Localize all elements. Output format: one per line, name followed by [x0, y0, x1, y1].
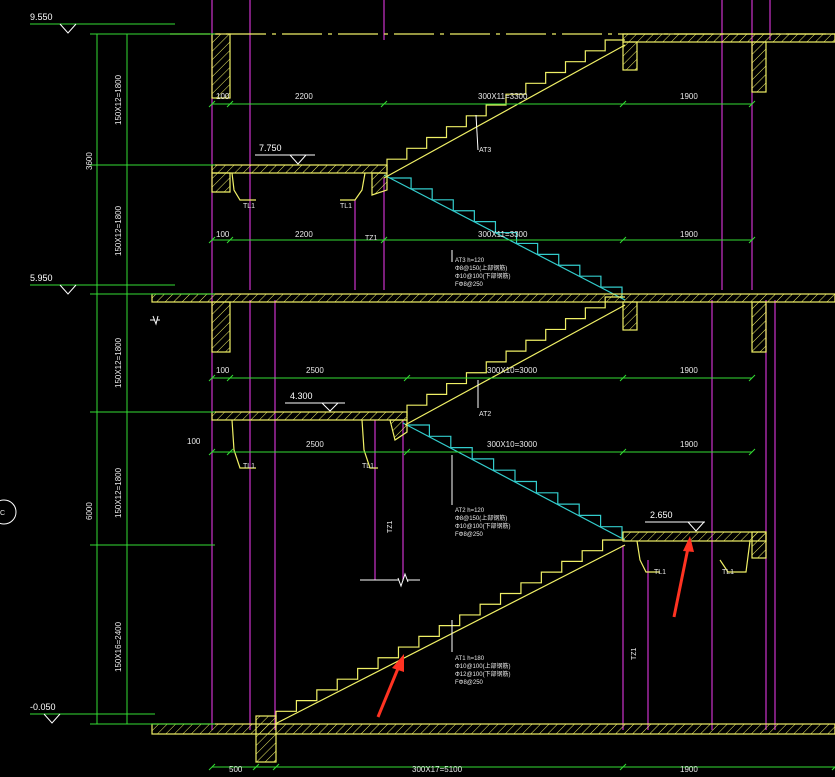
vdim-5: 150X16=2400: [114, 621, 123, 672]
label-tz1-a: TZ1: [365, 235, 378, 242]
dim-tick: [226, 374, 234, 382]
dim-tick: [208, 236, 216, 244]
dim-tick: [380, 236, 388, 244]
vdim-4: 150X12=1800: [114, 467, 123, 518]
hdim-r1-stair: 300X11=3300: [478, 92, 528, 101]
hdim-r1-mid: 2200: [295, 92, 313, 101]
hdim-r4-right: 1900: [680, 440, 698, 449]
hdim-r3-right: 1900: [680, 366, 698, 375]
hdim-r4-left: 100: [187, 437, 201, 446]
dim-tick: [226, 100, 234, 108]
label-tz1-b: TZ1: [387, 520, 394, 533]
elev-7750: 7.750: [259, 143, 282, 153]
hdim-r1-left: 100: [216, 92, 230, 101]
dim-tick: [748, 236, 756, 244]
label-tl1-f: TL1: [722, 569, 734, 576]
hdim-r3-left: 100: [216, 366, 230, 375]
section-mark: [0, 499, 17, 525]
hdim-bottom-stair: 300X17=5100: [412, 765, 463, 774]
note-at1-2: Φ12@100(下部钢筋): [455, 670, 511, 678]
elev-2650: 2.650: [650, 510, 673, 520]
note-at2-0: AT2 h=120: [455, 508, 485, 514]
dim-tick: [403, 374, 411, 382]
dim-tick: [619, 236, 627, 244]
label-tl1-b: TL1: [340, 203, 352, 210]
note-at3-0: AT3 h=120: [455, 258, 485, 264]
dim-tick: [619, 374, 627, 382]
label-at3: AT3: [479, 147, 491, 154]
note-at2-3: FΦ8@250: [455, 532, 484, 538]
dim-tick: [208, 448, 216, 456]
note-at3-1: Φ8@150(上部钢筋): [455, 264, 507, 272]
elev-ground: -0.050: [30, 702, 56, 712]
dim-tick: [208, 100, 216, 108]
hdim-r4-stair: 300X10=3000: [487, 440, 538, 449]
vdim-1: 150X12=1800: [114, 74, 123, 125]
label-tz1-c: TZ1: [631, 647, 638, 660]
hdim-r2-left: 100: [216, 230, 230, 239]
label-tl1-c: TL1: [243, 463, 255, 470]
note-at3-2: Φ10@100(下部钢筋): [455, 272, 511, 280]
note-at2-2: Φ10@100(下部钢筋): [455, 522, 511, 530]
dim-tick: [748, 374, 756, 382]
note-at1-1: Φ10@100(上部钢筋): [455, 662, 511, 670]
elev-4300: 4.300: [290, 391, 313, 401]
note-at2-1: Φ8@150(上部钢筋): [455, 514, 507, 522]
hdim-r4-mid: 2500: [306, 440, 324, 449]
dim-tick: [403, 448, 411, 456]
dim-tick: [226, 236, 234, 244]
slabs: [151, 33, 835, 763]
member-labels: AT3 AT2 TL1 TL1 TL1 TL1 TL1 TL1 TZ1 TZ1 …: [0, 147, 734, 660]
dim-tick: [748, 100, 756, 108]
rebar-lines: [383, 174, 626, 541]
elevation-markers: [43, 23, 705, 724]
elevation-labels: 9.550 5.950 -0.050 7.750 4.300 2.650: [30, 12, 673, 712]
note-at3-3: FΦ8@250: [455, 282, 484, 288]
hdim-r2-mid: 2200: [295, 230, 313, 239]
vertical-dimension-labels: 150X12=1800 150X12=1800 150X12=1800 150X…: [85, 74, 123, 672]
rebar-notes: AT3 h=120 Φ8@150(上部钢筋) Φ10@100(下部钢筋) FΦ8…: [455, 258, 511, 686]
dim-tick: [831, 766, 835, 771]
note-at1-0: AT1 h=180: [455, 656, 485, 662]
vdim-total-upper: 3600: [85, 152, 94, 170]
dim-tick: [208, 374, 216, 382]
column-lines: [211, 0, 776, 730]
hdim-bottom-right: 1900: [680, 765, 698, 774]
label-tl1-d: TL1: [362, 463, 374, 470]
vdim-2: 150X12=1800: [114, 205, 123, 256]
dim-tick: [252, 763, 260, 771]
label-tl1-a: TL1: [243, 203, 255, 210]
horizontal-dimension-labels: 100 2200 300X11=3300 1900 100 2200 300X1…: [187, 92, 698, 774]
label-tl1-e: TL1: [654, 569, 666, 576]
note-at1-3: FΦ8@250: [455, 680, 484, 686]
label-at2: AT2: [479, 411, 491, 418]
vdim-total-lower: 6000: [85, 502, 94, 520]
dim-tick: [619, 100, 627, 108]
vdim-3: 150X12=1800: [114, 337, 123, 388]
annotation-arrows: [376, 536, 694, 718]
dim-tick: [748, 448, 756, 456]
hdim-r3-stair: 300X10=3000: [487, 366, 538, 375]
hdim-r1-right: 1900: [680, 92, 698, 101]
leader-lines: [150, 114, 479, 652]
dim-tick: [272, 763, 280, 771]
hdim-r2-right: 1900: [680, 230, 698, 239]
hdim-r2-stair: 300X11=3300: [478, 230, 528, 239]
dim-tick: [619, 448, 627, 456]
dimension-lines: [30, 23, 835, 771]
dim-tick: [226, 448, 234, 456]
label-circle: C: [0, 510, 5, 517]
dim-tick: [619, 763, 627, 771]
dim-tick: [380, 100, 388, 108]
elev-top: 9.550: [30, 12, 53, 22]
hdim-r3-mid: 2500: [306, 366, 324, 375]
dim-tick: [208, 763, 216, 771]
elev-upper-mid: 5.950: [30, 273, 53, 283]
hdim-bottom-left: 500: [229, 765, 243, 774]
